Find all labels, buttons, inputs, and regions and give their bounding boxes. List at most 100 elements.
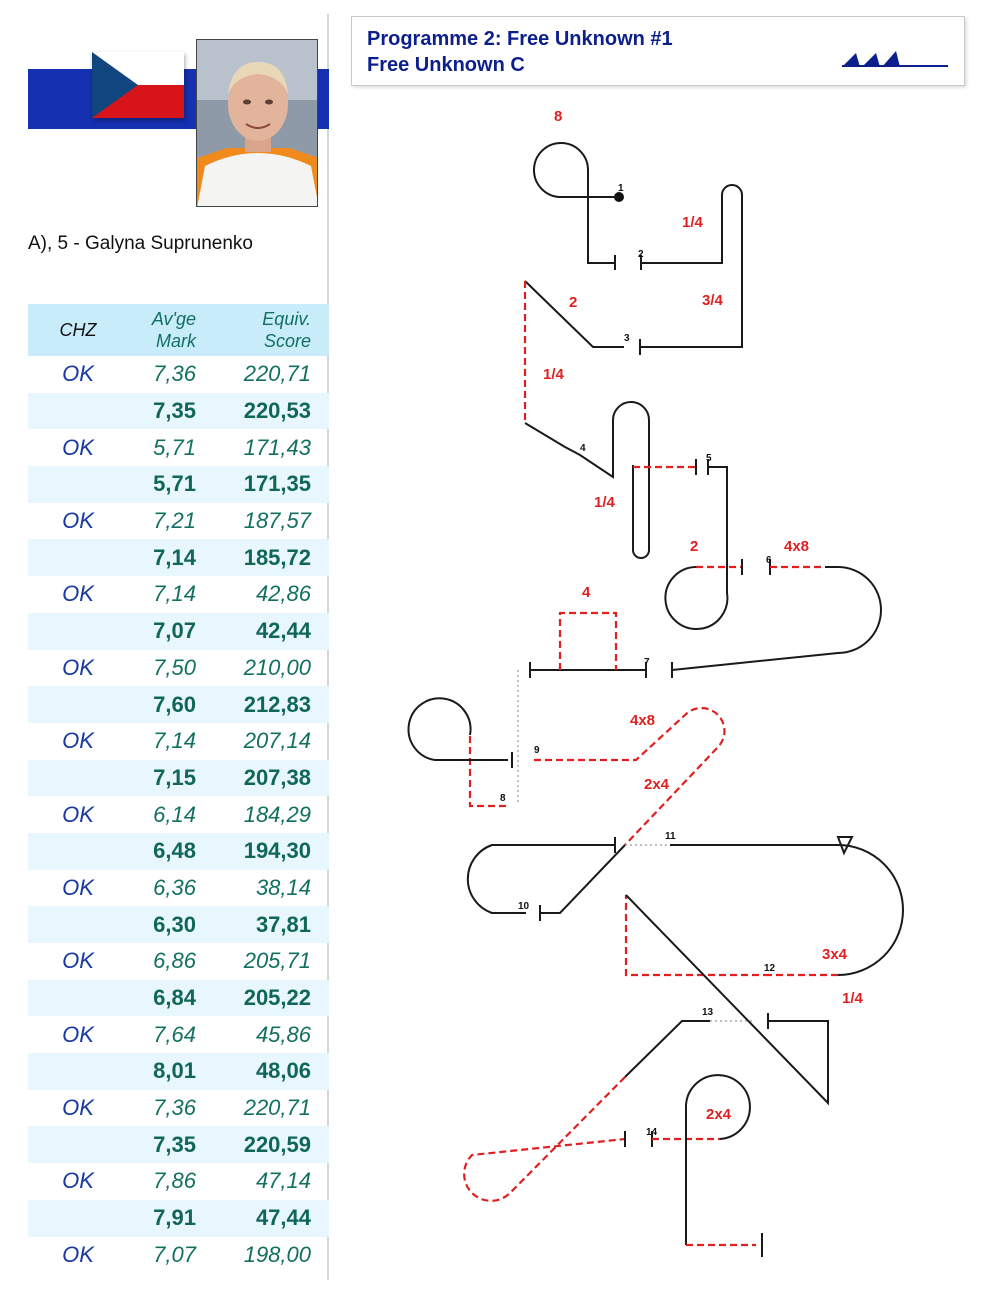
chz-cell [28,539,128,577]
chz-cell: OK [62,874,94,900]
equiv-score-cell: 184,29 [243,801,311,827]
equiv-score-cell: 198,00 [243,1241,311,1267]
figure-3: 3 2 1/4 [523,280,641,423]
chz-cell: OK [62,948,94,974]
figure-number-7: 7 [644,657,650,668]
avg-mark-cell: 6,86 [153,948,196,974]
figure-13: 13 [463,894,829,1202]
equiv-score-cell: 212,83 [214,686,329,723]
chz-cell [28,979,128,1017]
equiv-score-cell: 220,59 [214,1126,329,1164]
figure-number-6: 6 [766,555,772,566]
table-row: OK 7,07 198,00 [28,1237,329,1274]
avg-mark-cell: 7,14 [128,539,214,577]
table-row: OK 7,36 220,71 [28,1090,329,1127]
avg-mark-cell: 7,36 [153,1095,196,1121]
figure-number-14: 14 [646,1127,658,1138]
header-equiv-score: Equiv. Score [214,304,329,356]
chz-cell: OK [62,654,94,680]
figure-number-1: 1 [618,183,624,194]
figure-number-3: 3 [624,333,630,344]
programme-header: Programme 2: Free Unknown #1 Free Unknow… [351,16,965,86]
figure-number-8: 8 [500,793,506,804]
roll-label-2: 1/4 [682,214,704,231]
avg-mark-cell: 5,71 [128,466,214,503]
equiv-score-cell: 37,81 [214,906,329,943]
figure-8: 8 [407,697,513,808]
figure-number-13: 13 [702,1007,714,1018]
aresti-sequence-diagram: 1 8 2 1/4 3/4 3 2 1/4 4 1/4 5 2 [407,108,904,1257]
score-table: CHZ Av'ge Mark Equiv. Score OK 7,36 220,71… [28,304,329,1273]
roll-label-4: 2 [569,294,577,311]
avg-mark-cell: 7,07 [153,1241,196,1267]
chz-cell [28,759,128,797]
avg-mark-cell: 8,01 [128,1053,214,1090]
figure-number-10: 10 [518,901,530,912]
avg-mark-cell: 7,91 [128,1199,214,1237]
avg-mark-cell: 7,60 [128,686,214,723]
table-header-row: CHZ Av'ge Mark Equiv. Score [28,304,329,356]
equiv-score-cell: 205,71 [243,948,311,974]
roll-label-1: 8 [554,108,562,125]
avg-mark-cell: 7,07 [128,612,214,650]
avg-mark-cell: 6,14 [153,801,196,827]
roll-label-7: 2 [690,538,698,555]
chz-cell [28,686,128,723]
chz-cell [28,906,128,943]
equiv-score-cell: 171,35 [214,466,329,503]
chz-cell: OK [62,1241,94,1267]
equiv-score-cell: 171,43 [243,434,311,460]
chz-cell: OK [62,1095,94,1121]
avg-mark-cell: 7,50 [153,654,196,680]
figure-number-9: 9 [534,745,540,756]
equiv-score-cell: 185,72 [214,539,329,577]
chz-cell: OK [62,728,94,754]
equiv-score-cell: 207,38 [214,759,329,797]
roll-label-10: 4x8 [630,712,655,729]
figure-9: 9 4x8 2x4 [534,706,726,846]
avg-mark-cell: 7,15 [128,759,214,797]
figure-4: 4 1/4 [524,401,650,559]
chz-cell [28,1053,128,1090]
equiv-score-cell: 220,71 [243,1095,311,1121]
chz-cell: OK [62,1021,94,1047]
chz-cell [28,392,128,430]
roll-label-9: 4 [582,584,591,601]
table-row: OK 6,86 205,71 [28,943,329,980]
figure-1: 1 8 [533,108,624,270]
equiv-score-cell: 220,53 [214,392,329,430]
figure-10: 10 [466,837,626,921]
roll-label-6: 1/4 [594,494,616,511]
equiv-score-cell: 45,86 [255,1021,311,1047]
avg-mark-cell: 7,21 [153,508,196,534]
figure-14: 14 2x4 [646,1074,763,1257]
figure-5: 5 2 [633,453,743,630]
avg-mark-cell: 6,84 [128,979,214,1017]
equiv-score-cell: 220,71 [243,361,311,387]
chz-cell: OK [62,434,94,460]
chz-cell: OK [62,581,94,607]
chz-cell [28,612,128,650]
equiv-score-cell: 42,86 [255,581,311,607]
header-avg-mark: Av'ge Mark [128,304,214,356]
figure-number-5: 5 [706,453,712,464]
czech-flag-icon [92,52,184,118]
chz-cell [28,1126,128,1164]
header-equiv-score-text: Equiv. Score [262,309,311,351]
avg-mark-cell: 6,36 [153,874,196,900]
equiv-score-cell: 42,44 [214,612,329,650]
avg-mark-cell: 7,14 [153,581,196,607]
chz-cell: OK [62,1168,94,1194]
chz-cell [28,466,128,503]
